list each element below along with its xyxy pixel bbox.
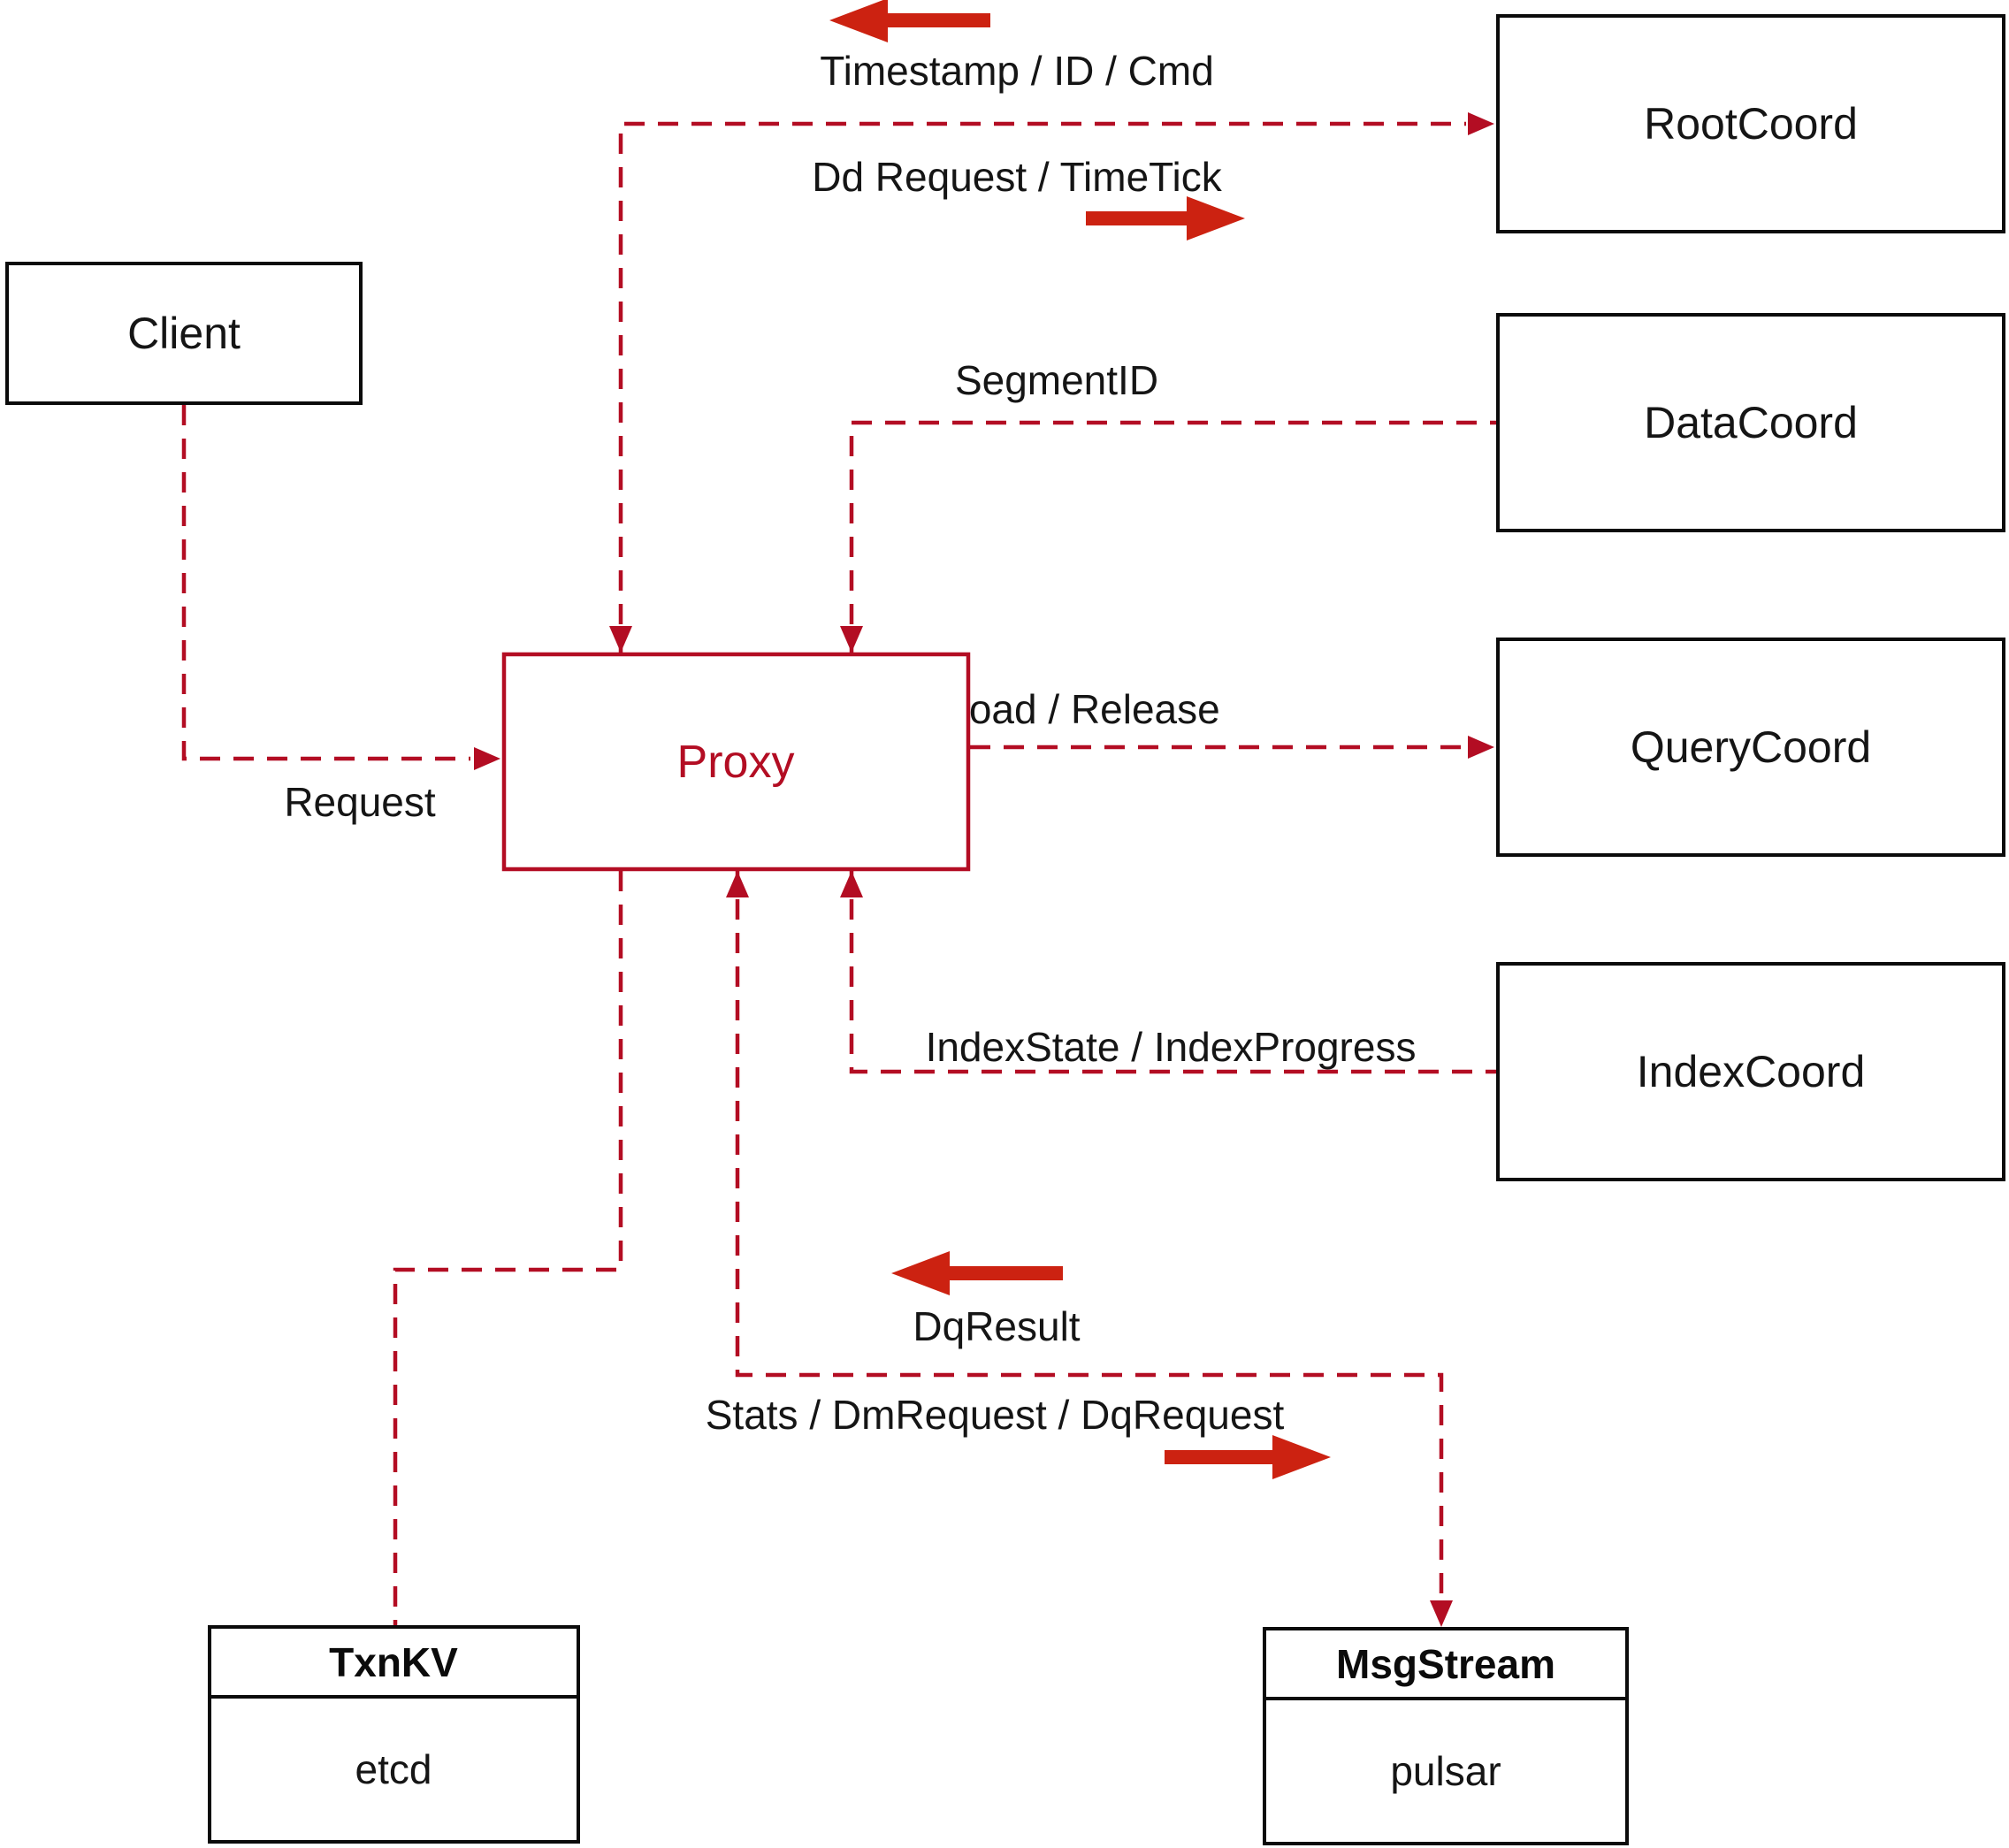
client-label: Client (127, 309, 241, 358)
edge-label-indexstate-indexprogress: IndexState / IndexProgress (926, 1024, 1417, 1070)
edge-indexcoord-to-proxy-path (849, 866, 1496, 1074)
indexcoord-box (1496, 962, 2005, 1181)
edge-proxy-to-rootcoord (609, 112, 1494, 658)
arrowhead-into-querycoord (1468, 736, 1494, 759)
indexcoord-node: IndexCoord (1496, 962, 2005, 1181)
proxy-label: Proxy (677, 737, 795, 788)
rootcoord-box (1496, 14, 2005, 233)
edge-proxy-to-querycoord (970, 736, 1494, 759)
arrowhead-into-proxy-top-left (609, 626, 632, 653)
edge-label-dqresult: DqResult (913, 1303, 1080, 1349)
arrowhead-into-rootcoord (1468, 112, 1494, 135)
querycoord-box (1496, 638, 2005, 857)
edge-indexcoord-to-proxy (840, 866, 1496, 1074)
msgstream-node: MsgStream pulsar (1263, 1627, 1629, 1845)
arrowhead-into-proxy-bottom-middle (726, 871, 749, 897)
edge-proxy-to-txnkv-path (393, 871, 623, 1625)
edge-datacoord-to-proxy (840, 420, 1496, 658)
edge-label-request: Request (284, 779, 436, 825)
edge-proxy-to-rootcoord-path (618, 121, 1466, 658)
txnkv-node: TxnKV etcd (208, 1625, 580, 1844)
msgstream-title: MsgStream (1336, 1641, 1555, 1687)
edge-client-to-proxy-path (181, 405, 470, 761)
msgstream-subtitle: pulsar (1390, 1748, 1501, 1794)
proxy-box (501, 652, 971, 872)
edge-proxy-to-msgstream-path (735, 866, 1444, 1599)
edge-label-timestamp-id-cmd: Timestamp / ID / Cmd (820, 48, 1214, 94)
right-direction-arrow-icon-stats (1165, 1435, 1331, 1479)
arrowhead-into-msgstream (1430, 1600, 1453, 1627)
arrowhead-into-proxy-top-right (840, 626, 863, 653)
left-direction-arrow-icon (829, 0, 990, 42)
txnkv-subtitle: etcd (355, 1746, 432, 1792)
edge-proxy-to-msgstream (726, 866, 1453, 1627)
querycoord-label: QueryCoord (1631, 722, 1871, 772)
proxy-node: Proxy (501, 652, 971, 872)
txnkv-box (208, 1625, 580, 1844)
indexcoord-label: IndexCoord (1637, 1047, 1866, 1096)
left-direction-arrow-icon-dqresult (891, 1251, 1063, 1295)
right-direction-arrow-icon (1086, 196, 1245, 241)
txnkv-title: TxnKV (329, 1639, 458, 1685)
rootcoord-label: RootCoord (1644, 99, 1858, 149)
edge-label-stats-dmrequest-dqrequest: Stats / DmRequest / DqRequest (706, 1392, 1285, 1438)
edge-label-dd-request-timetick: Dd Request / TimeTick (812, 154, 1223, 200)
edge-proxy-to-txnkv (393, 871, 623, 1625)
edge-datacoord-to-proxy-path (849, 420, 1496, 658)
datacoord-node: DataCoord (1496, 313, 2005, 532)
edge-label-segmentid: SegmentID (955, 357, 1158, 403)
edge-label-load-release: Load / Release (946, 686, 1219, 732)
msgstream-box (1263, 1627, 1629, 1845)
edge-client-to-proxy (181, 405, 500, 770)
arrowhead-into-proxy-left (474, 747, 500, 770)
datacoord-label: DataCoord (1644, 398, 1858, 447)
client-node: Client (5, 262, 363, 405)
datacoord-box (1496, 313, 2005, 532)
querycoord-node: QueryCoord (1496, 638, 2005, 857)
client-box (5, 262, 363, 405)
rootcoord-node: RootCoord (1496, 14, 2005, 233)
arrowhead-into-proxy-bottom-right (840, 871, 863, 897)
